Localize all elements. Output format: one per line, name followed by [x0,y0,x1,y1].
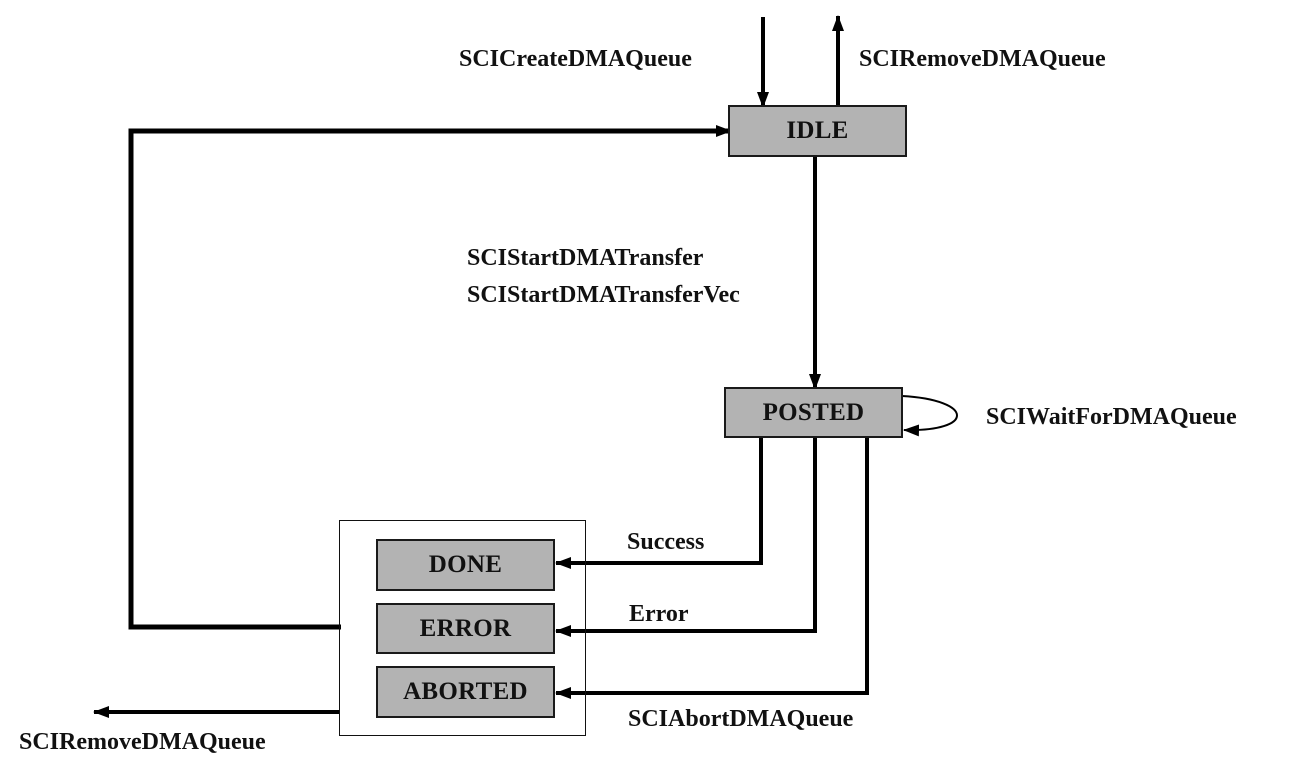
state-aborted-label: ABORTED [403,678,528,705]
state-idle: IDLE [728,105,907,157]
state-posted: POSTED [724,387,903,438]
abort-arrow [555,437,869,699]
label-start-dma-transfer: SCIStartDMATransfer [467,245,704,271]
terminal-states-group [339,520,586,736]
label-remove-dma-queue-bottom: SCIRemoveDMAQueue [19,729,266,755]
label-create-dma-queue: SCICreateDMAQueue [459,46,692,72]
label-wait-for-dma-queue: SCIWaitForDMAQueue [986,404,1237,430]
error-arrow [555,437,817,637]
return-to-idle-arrow [128,125,732,630]
state-done: DONE [376,539,555,591]
state-posted-label: POSTED [762,398,865,426]
state-aborted: ABORTED [376,666,555,718]
label-abort-dma-queue: SCIAbortDMAQueue [628,706,854,732]
label-error: Error [629,601,689,627]
state-done-label: DONE [428,551,503,578]
wait-loop-arrow [901,395,958,437]
success-arrow [555,437,763,569]
state-idle-label: IDLE [786,117,849,144]
label-remove-dma-queue-top: SCIRemoveDMAQueue [859,46,1106,72]
state-error: ERROR [376,603,555,654]
label-start-dma-transfer-vec: SCIStartDMATransferVec [467,282,740,308]
state-error-label: ERROR [419,614,512,642]
label-success: Success [627,529,705,555]
